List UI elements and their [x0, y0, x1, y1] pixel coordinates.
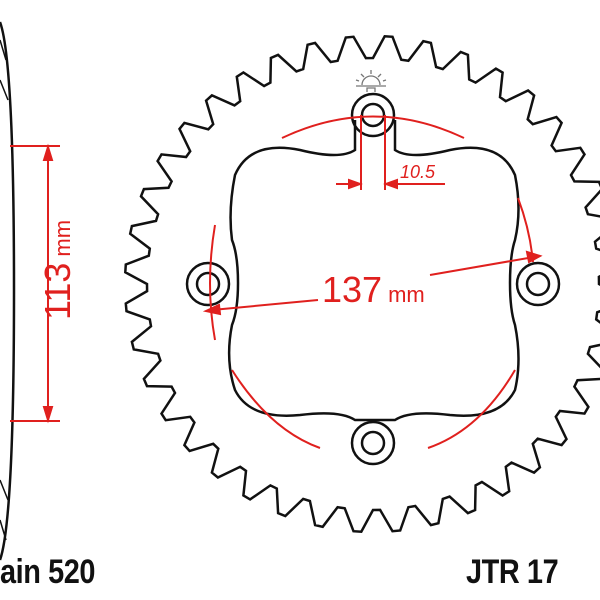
bolt-circle-dimension [202, 250, 543, 316]
bolt-hole-bottom [350, 420, 396, 466]
part-number-label: JTR 17 [466, 553, 559, 591]
inner-cutout [227, 120, 520, 422]
sun-icon [355, 70, 387, 92]
slot-width-dimension [336, 115, 445, 190]
chain-size-label: ain 520 [0, 553, 96, 591]
bolt-hole-right [515, 261, 561, 307]
bolt-hole-top [350, 92, 396, 138]
hub-dimension-113 [10, 143, 60, 424]
hub-dimension-value: 113mm [37, 220, 78, 320]
sprocket-teeth-outline [124, 35, 600, 533]
sprocket-side-view [0, 21, 16, 561]
slot-width-value: 10.5 [400, 162, 436, 182]
bolt-circle-arcs [209, 115, 534, 449]
bolt-hole-left [185, 261, 231, 307]
